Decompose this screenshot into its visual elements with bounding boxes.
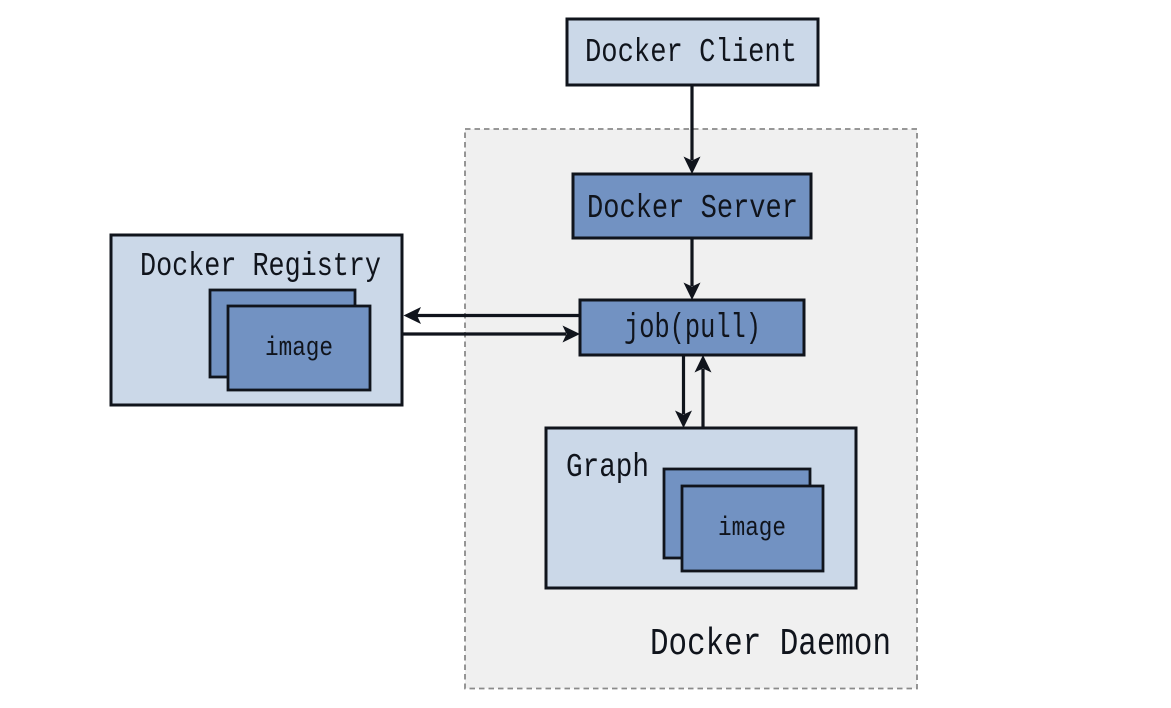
svg-text:image: image [265, 334, 333, 364]
svg-text:Docker Daemon: Docker Daemon [650, 623, 891, 666]
svg-text:Docker Client: Docker Client [585, 34, 797, 71]
svg-text:Graph: Graph [566, 449, 649, 486]
svg-text:Docker Registry: Docker Registry [140, 248, 381, 285]
svg-text:job(pull): job(pull) [624, 310, 761, 348]
svg-text:image: image [718, 514, 786, 544]
svg-text:Docker Server: Docker Server [587, 190, 798, 227]
